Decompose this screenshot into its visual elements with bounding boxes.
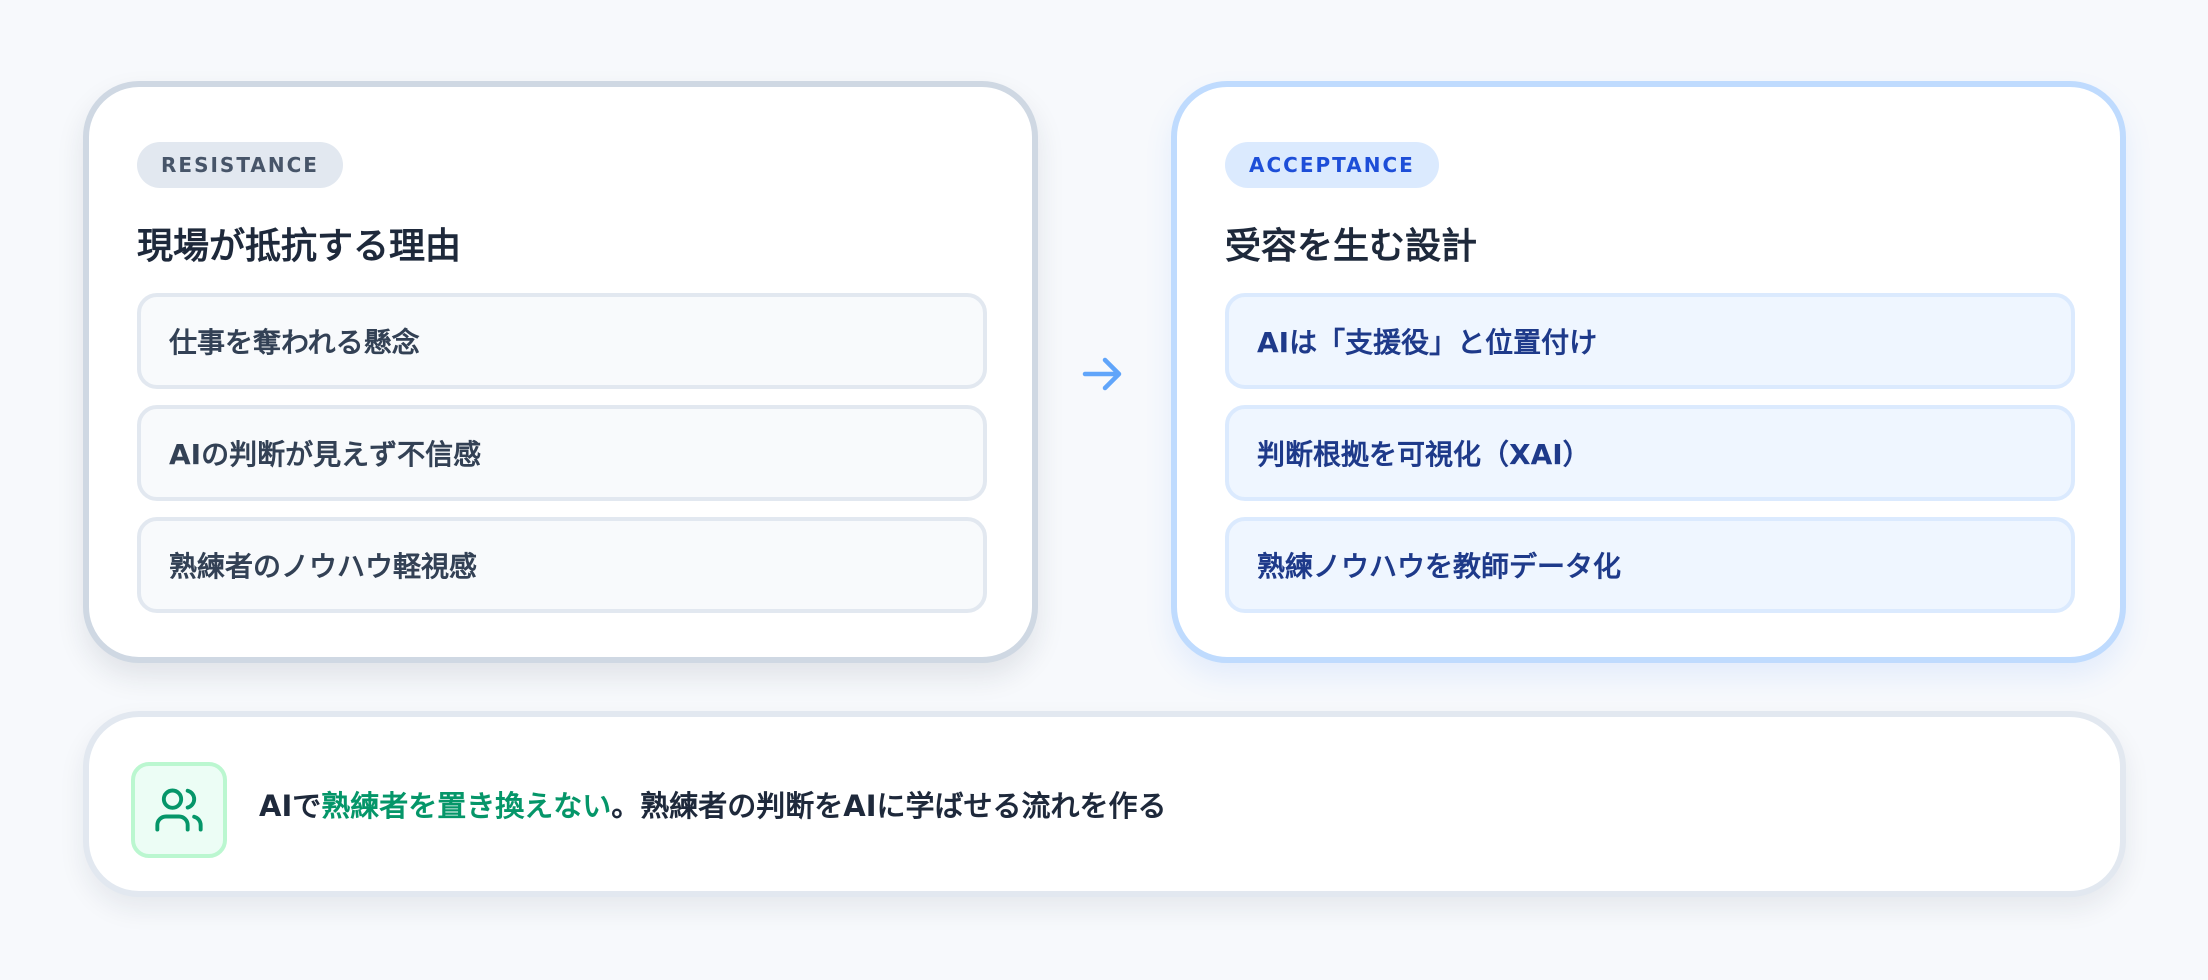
users-icon: [131, 762, 227, 858]
resistance-item: 熟練者のノウハウ軽視感: [137, 517, 987, 613]
resistance-item: AIの判断が見えず不信感: [137, 405, 987, 501]
summary-highlight: 熟練者を置き換えない: [321, 789, 612, 823]
resistance-title: 現場が抵抗する理由: [137, 226, 462, 267]
acceptance-title: 受容を生む設計: [1225, 226, 1478, 267]
summary-bar: AIで熟練者を置き換えない。熟練者の判断をAIに学ばせる流れを作る: [83, 711, 2126, 897]
summary-text: AIで熟練者を置き換えない。熟練者の判断をAIに学ばせる流れを作る: [259, 717, 1167, 891]
summary-suffix: 。熟練者の判断をAIに学ばせる流れを作る: [611, 789, 1167, 823]
acceptance-item: AIは「支援役」と位置付け: [1225, 293, 2075, 389]
arrow-right-icon: [1079, 350, 1127, 398]
resistance-card: RESISTANCE 現場が抵抗する理由 仕事を奪われる懸念 AIの判断が見えず…: [83, 81, 1038, 663]
resistance-badge: RESISTANCE: [137, 142, 343, 188]
acceptance-card: ACCEPTANCE 受容を生む設計 AIは「支援役」と位置付け 判断根拠を可視…: [1171, 81, 2126, 663]
resistance-item: 仕事を奪われる懸念: [137, 293, 987, 389]
summary-prefix: AIで: [259, 789, 322, 823]
acceptance-item: 熟練ノウハウを教師データ化: [1225, 517, 2075, 613]
acceptance-item: 判断根拠を可視化（XAI）: [1225, 405, 2075, 501]
acceptance-badge: ACCEPTANCE: [1225, 142, 1439, 188]
